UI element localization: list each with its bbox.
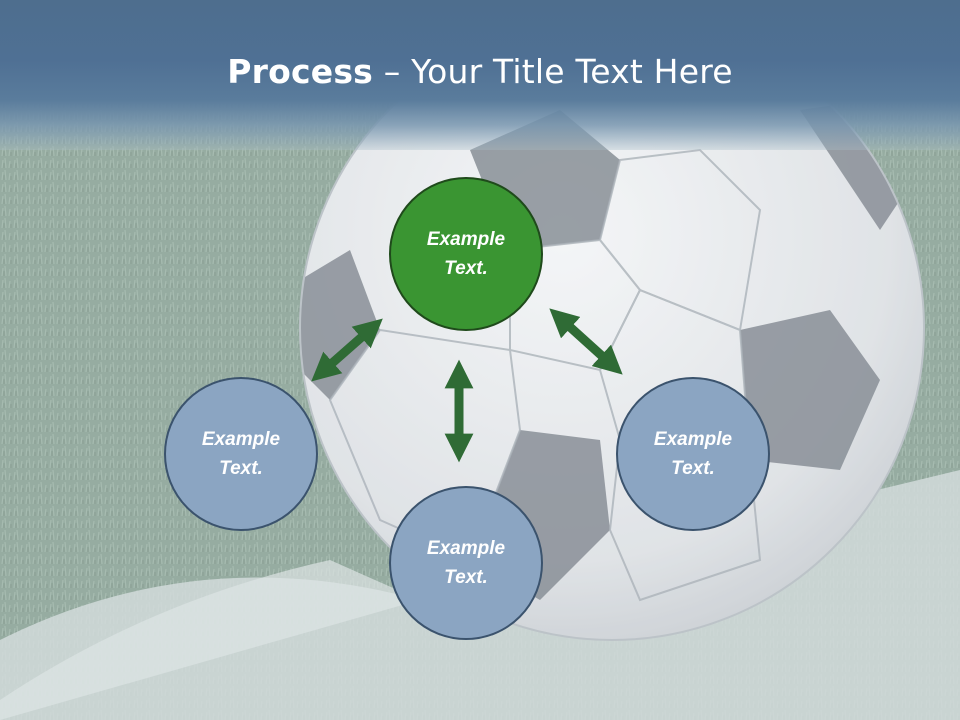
process-node-bottom[interactable]: Example Text. — [389, 486, 543, 640]
node-text-line2: Text. — [219, 458, 263, 479]
process-node-center[interactable]: Example Text. — [389, 177, 543, 331]
process-node-right[interactable]: Example Text. — [616, 377, 770, 531]
node-text-line1: Example — [426, 538, 506, 559]
node-text-line1: Example — [426, 229, 506, 250]
node-text-line2: Text. — [444, 258, 488, 279]
node-text-line1: Example — [653, 429, 733, 450]
title-band — [0, 0, 960, 150]
process-node-left[interactable]: Example Text. — [164, 377, 318, 531]
title-bold: Process — [227, 52, 374, 91]
node-text-line2: Text. — [671, 458, 715, 479]
node-text-line2: Text. — [444, 567, 488, 588]
title-rest: – Your Title Text Here — [373, 52, 733, 91]
node-text-line1: Example — [201, 429, 281, 450]
slide-title: Process – Your Title Text Here — [0, 52, 960, 91]
